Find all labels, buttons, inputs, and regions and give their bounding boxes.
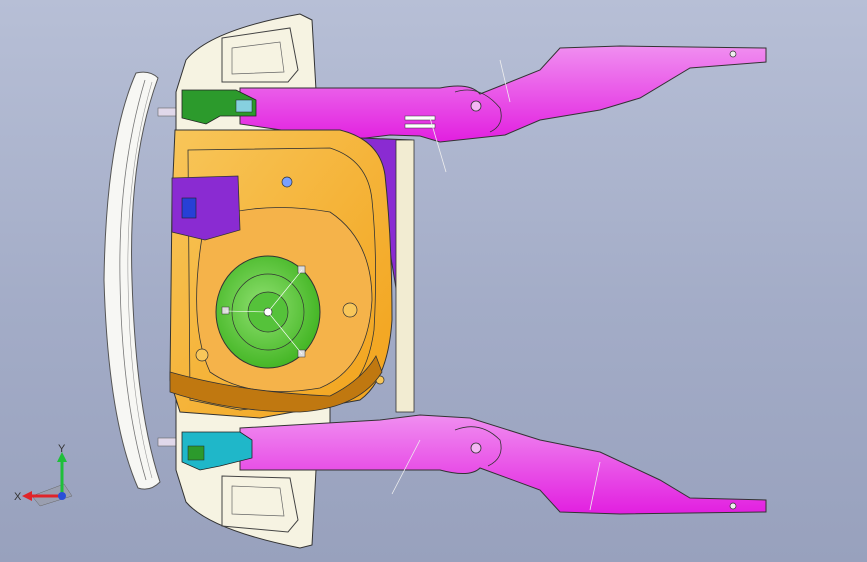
view-orientation-triad[interactable]: Y X [14,443,73,507]
y-axis-label: Y [58,443,66,455]
tow-hook-bracket-bottom[interactable] [181,431,253,471]
tow-hook-bracket-top[interactable] [181,89,257,125]
side-bracket-purple[interactable] [171,175,241,241]
x-axis-label: X [14,491,22,503]
rear-frame-rail-left[interactable] [239,45,767,173]
rear-frame-rail-right[interactable] [239,414,767,515]
z-axis-dot [58,492,66,500]
spare-tire-well[interactable] [215,255,321,369]
rear-bumper-beam[interactable] [103,71,181,490]
y-arrowhead [57,452,67,462]
x-arrowhead [22,491,32,501]
